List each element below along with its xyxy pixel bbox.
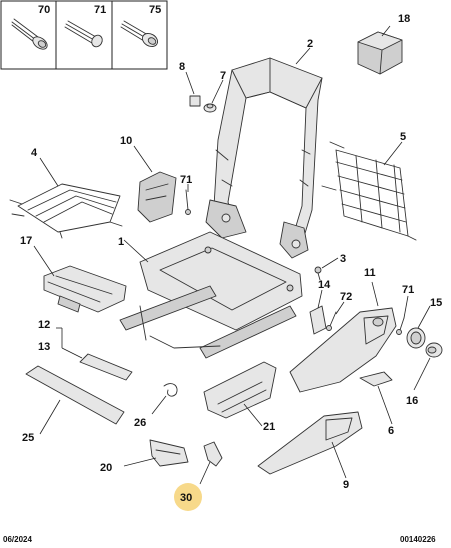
callout-10: 10 [120,135,132,147]
callout-72: 72 [340,291,352,303]
callout-8: 8 [179,61,185,73]
lever-part-6[interactable] [359,371,393,387]
screw-flange-icon [120,20,158,48]
bracket-part-10[interactable] [137,171,177,223]
fastener-ref-71: 71 [94,4,106,16]
screw-part-71-right[interactable] [396,317,405,335]
screw-long-icon [64,20,103,48]
callout-26: 26 [134,417,146,429]
callout-1: 1 [118,236,124,248]
side-shield-part-11[interactable] [289,307,397,393]
seat-frame-part-1[interactable] [119,231,303,359]
callout-13: 13 [38,341,50,353]
clip-part-26[interactable] [163,383,178,397]
nut-part-7[interactable] [203,103,217,113]
seat-pan-part-17[interactable] [43,265,127,313]
clip-part-30[interactable] [203,441,223,467]
screw-part-72[interactable] [326,311,337,331]
clip-part-8[interactable] [189,95,201,107]
bracket-part-20[interactable] [149,439,189,467]
cover-part-25[interactable] [25,365,125,425]
callout-71-right: 71 [402,284,414,296]
seat-back-frame-part-2[interactable] [205,57,323,259]
screw-flat-washer-icon [11,18,48,50]
foam-block-part-18[interactable] [357,31,403,75]
side-panel-part-9[interactable] [257,411,363,475]
callout-5: 5 [400,131,406,143]
backrest-suspension-part-5[interactable] [321,141,417,241]
callout-16: 16 [406,395,418,407]
callout-7: 7 [220,70,226,82]
callout-30: 30 [180,492,192,504]
callout-25: 25 [22,432,34,444]
callout-21: 21 [263,421,275,433]
callout-12: 12 [38,319,50,331]
callout-17: 17 [20,235,32,247]
knob-part-15[interactable] [406,327,426,349]
callout-4: 4 [31,147,38,159]
callout-11: 11 [364,267,376,279]
highlight-circle [174,483,202,511]
callout-9: 9 [343,479,349,491]
fastener-box: 70 71 75 [0,0,168,70]
callout-20: 20 [100,462,112,474]
rail-cover-part-21[interactable] [203,361,277,419]
knob-part-16[interactable] [425,342,443,358]
trim-strip-part-13[interactable] [79,353,133,381]
callout-6: 6 [388,425,394,437]
callout-labels: 18 2 8 7 5 10 4 71 17 1 3 11 14 71 72 15… [20,13,442,511]
bracket-part-14[interactable] [309,305,327,335]
footer-code: 00140226 [400,535,436,544]
callout-2: 2 [307,38,313,50]
screw-part-71-center[interactable] [185,189,191,215]
seat-suspension-part-4[interactable] [9,183,123,239]
callout-14: 14 [318,279,331,291]
callout-15: 15 [430,297,442,309]
callout-71-center: 71 [180,174,192,186]
callout-18: 18 [398,13,410,25]
fastener-ref-70: 70 [38,4,50,16]
footer-date: 06/2024 [3,535,32,544]
callout-3: 3 [340,253,346,265]
screw-part-3[interactable] [314,266,322,281]
fastener-ref-75: 75 [149,4,161,16]
